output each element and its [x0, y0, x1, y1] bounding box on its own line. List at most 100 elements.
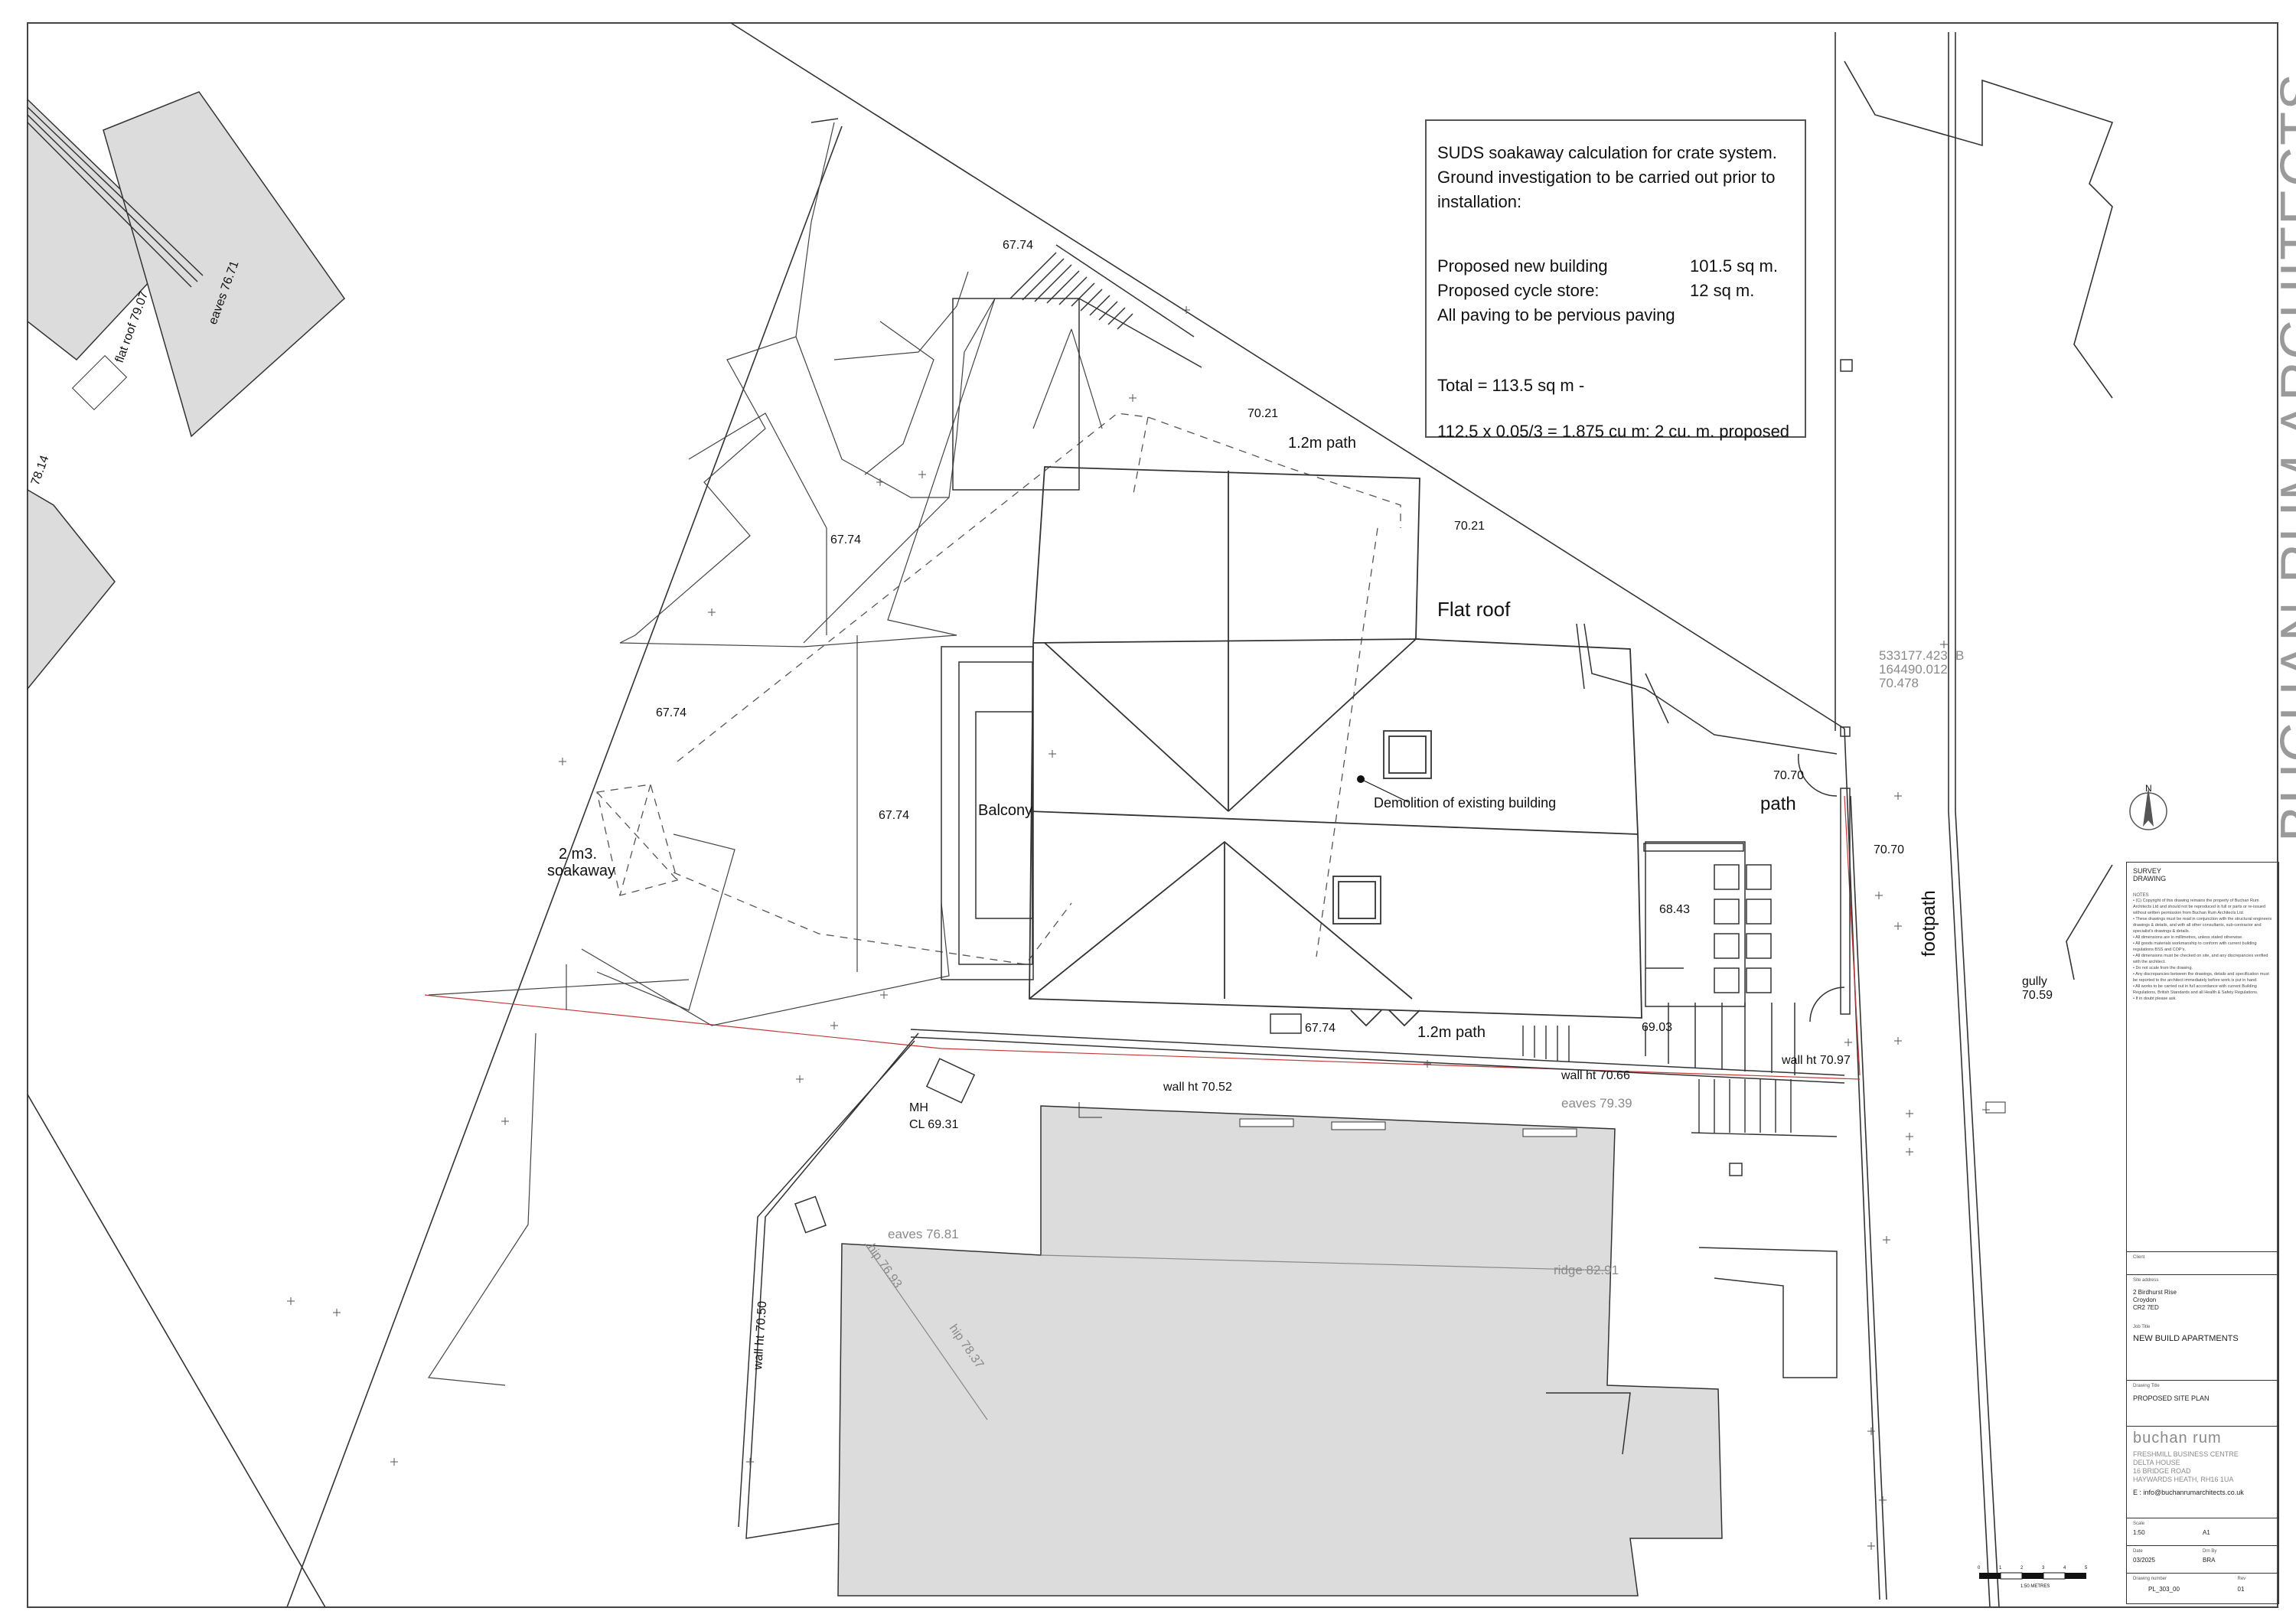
level-6774-b: 67.74 [830, 533, 861, 546]
drawn-value: BRA [2203, 1557, 2216, 1564]
firm-logo: buchan rum [2133, 1430, 2222, 1447]
firm-address-line: FRESHMILL BUSINESS CENTRE [2133, 1450, 2239, 1458]
notes-heading: NOTES [2133, 893, 2149, 898]
note-item: • All works to be carried out in full ac… [2133, 984, 2258, 995]
level-7814: 78.14 [29, 454, 52, 488]
notes-list: • (C) Copyright of this drawing remains … [2133, 898, 2272, 1002]
paving-note: All paving to be pervious paving [1437, 305, 1675, 325]
drawn-label: Drn By [2203, 1549, 2217, 1554]
site-address-line: 2 Birdhurst Rise [2133, 1289, 2177, 1296]
drawing-title-cell: Drawing Title PROPOSED SITE PLAN [2127, 1380, 2278, 1426]
job-title-label: Job Title [2133, 1325, 2151, 1329]
level-6774-c: 67.74 [656, 706, 687, 719]
scale-tick-2: 2 [2020, 1566, 2024, 1570]
drawing-title-label: Drawing Title [2133, 1384, 2160, 1388]
suds-line2: Ground investigation to be carried out p… [1437, 168, 1776, 187]
suds-heading: SUDS soakaway calculation for crate syst… [1437, 143, 1777, 162]
scale-tick-3: 3 [2042, 1566, 2045, 1570]
neighbour-building-topleft [27, 91, 345, 691]
soakaway-label-2: soakaway [547, 863, 615, 879]
note-item: • Any discrepancies between the drawings… [2133, 972, 2269, 983]
brand-vertical-title: BUCHAN RUM ARCHITECTS [2223, 46, 2296, 842]
garden-contours [427, 122, 1103, 1386]
note-item: • Do not scale from the drawing. [2133, 966, 2193, 970]
number-cell: Drawing number PL_303_00 Rev 01 [2127, 1573, 2278, 1603]
wall-ht-7050: wall ht 70.50 [752, 1300, 769, 1371]
scale-tick-0: 0 [1978, 1566, 1981, 1570]
level-6774-d: 67.74 [879, 809, 909, 822]
sheet-size: A1 [2203, 1529, 2210, 1536]
client-cell: Client [2127, 1251, 2278, 1274]
path-top-label: 1.2m path [1288, 435, 1356, 452]
coord-n: 164490.012 [1879, 662, 1948, 677]
existing-building-south [837, 1102, 1838, 1597]
red-boundary-east [1844, 795, 1861, 1076]
eaves-7939: eaves 79.39 [1561, 1096, 1632, 1111]
scale-tick-1: 1 [1999, 1566, 2002, 1570]
suds-row-building: Proposed new building 101.5 sq m. [1437, 254, 1794, 279]
station-label: B [1955, 648, 1964, 663]
firm-address-line: 16 BRIDGE ROAD [2133, 1467, 2191, 1475]
firm-address-line: DELTA HOUSE [2133, 1459, 2180, 1466]
north-arrow-icon: N [2129, 783, 2167, 830]
drawing-title: PROPOSED SITE PLAN [2133, 1394, 2210, 1402]
new-building-value: 101.5 sq m. [1690, 256, 1778, 276]
note-item: • These drawings must be read in conjunc… [2133, 917, 2272, 934]
red-site-boundary [424, 994, 1861, 1080]
new-building-label: Proposed new building [1437, 256, 1608, 276]
cl-label: CL 69.31 [909, 1118, 958, 1131]
date-cell: Date 03/2025 Drn By BRA [2127, 1545, 2278, 1573]
note-item: • (C) Copyright of this drawing remains … [2133, 899, 2266, 915]
proposed-building [1029, 466, 1642, 1027]
steps-bottom [1522, 1026, 1838, 1137]
rev-value: 01 [2237, 1586, 2245, 1593]
scale-caption: 1:50 METRES [2020, 1584, 2050, 1589]
number-value: PL_303_00 [2148, 1586, 2180, 1593]
grey-levels: eaves 79.39 eaves 76.81 ridge 82.91 5331… [888, 648, 1964, 1277]
wall-ht-7052: wall ht 70.52 [1163, 1081, 1232, 1094]
mh-label: MH [909, 1101, 928, 1114]
suds-calc: 112.5 x 0.05/3 = 1.875 cu m: 2 cu. m. pr… [1437, 422, 1790, 441]
flat-roof-label: Flat roof [1437, 598, 1511, 621]
suds-line3: installation: [1437, 192, 1522, 211]
brand-text: BUCHAN RUM ARCHITECTS [2270, 71, 2296, 842]
coord-z: 70.478 [1879, 676, 1919, 690]
date-label: Date [2133, 1549, 2143, 1554]
client-label: Client [2133, 1255, 2145, 1260]
ridge-8291: ridge 82.91 [1554, 1263, 1619, 1277]
balcony-label: Balcony [978, 802, 1032, 819]
note-item: • If in doubt please ask. [2133, 996, 2177, 1001]
scale-value: 1:50 [2133, 1529, 2145, 1536]
coord-e: 533177.423 [1879, 648, 1948, 663]
boundary-walls [738, 1013, 1845, 1539]
drawing-status-2: DRAWING [2133, 875, 2167, 882]
job-cell: Job Title NEW BUILD APARTMENTS [2127, 1322, 2278, 1360]
gully-icon [1985, 1101, 2006, 1114]
demolition-leader [1360, 778, 1409, 803]
area-labels: 1.2m path Flat roof Balcony Demolition o… [547, 435, 1796, 1041]
eaves-7681: eaves 76.81 [888, 1227, 959, 1241]
level-7021-a: 70.21 [1247, 407, 1278, 420]
gully-label: gully [2022, 975, 2047, 988]
number-label: Drawing number [2133, 1577, 2167, 1581]
wall-ht-7066: wall ht 70.66 [1561, 1069, 1630, 1082]
suds-row-cycle: Proposed cycle store: 12 sq m. [1437, 279, 1794, 303]
soakaway-trench [596, 413, 1401, 965]
level-6774-e: 67.74 [1305, 1022, 1336, 1035]
bin-store [1643, 841, 1795, 1075]
rev-label: Rev [2237, 1577, 2246, 1581]
title-block: SURVEY DRAWING NOTES • (C) Copyright of … [2126, 862, 2279, 1604]
scale-label: Scale [2133, 1522, 2145, 1526]
level-7070-b: 70.70 [1874, 843, 1904, 856]
level-6774-a: 67.74 [1003, 239, 1033, 252]
level-labels: 67.74 67.74 67.74 67.74 67.74 70.21 70.2… [656, 239, 2053, 1131]
note-item: • All dimensions must be checked on site… [2133, 954, 2268, 964]
scale-cell: Scale 1:50 A1 [2127, 1518, 2278, 1545]
firm-email: E : info@buchanrumarchitects.co.uk [2133, 1489, 2244, 1496]
wall-ht-7097: wall ht 70.97 [1781, 1054, 1851, 1067]
level-6843: 68.43 [1659, 903, 1690, 916]
path-bottom-label: 1.2m path [1417, 1024, 1486, 1041]
scale-bar: 0 1 2 3 4 5 1:50 METRES [1978, 1566, 2088, 1589]
path-label: path [1760, 794, 1796, 814]
level-7070-a: 70.70 [1773, 769, 1804, 782]
